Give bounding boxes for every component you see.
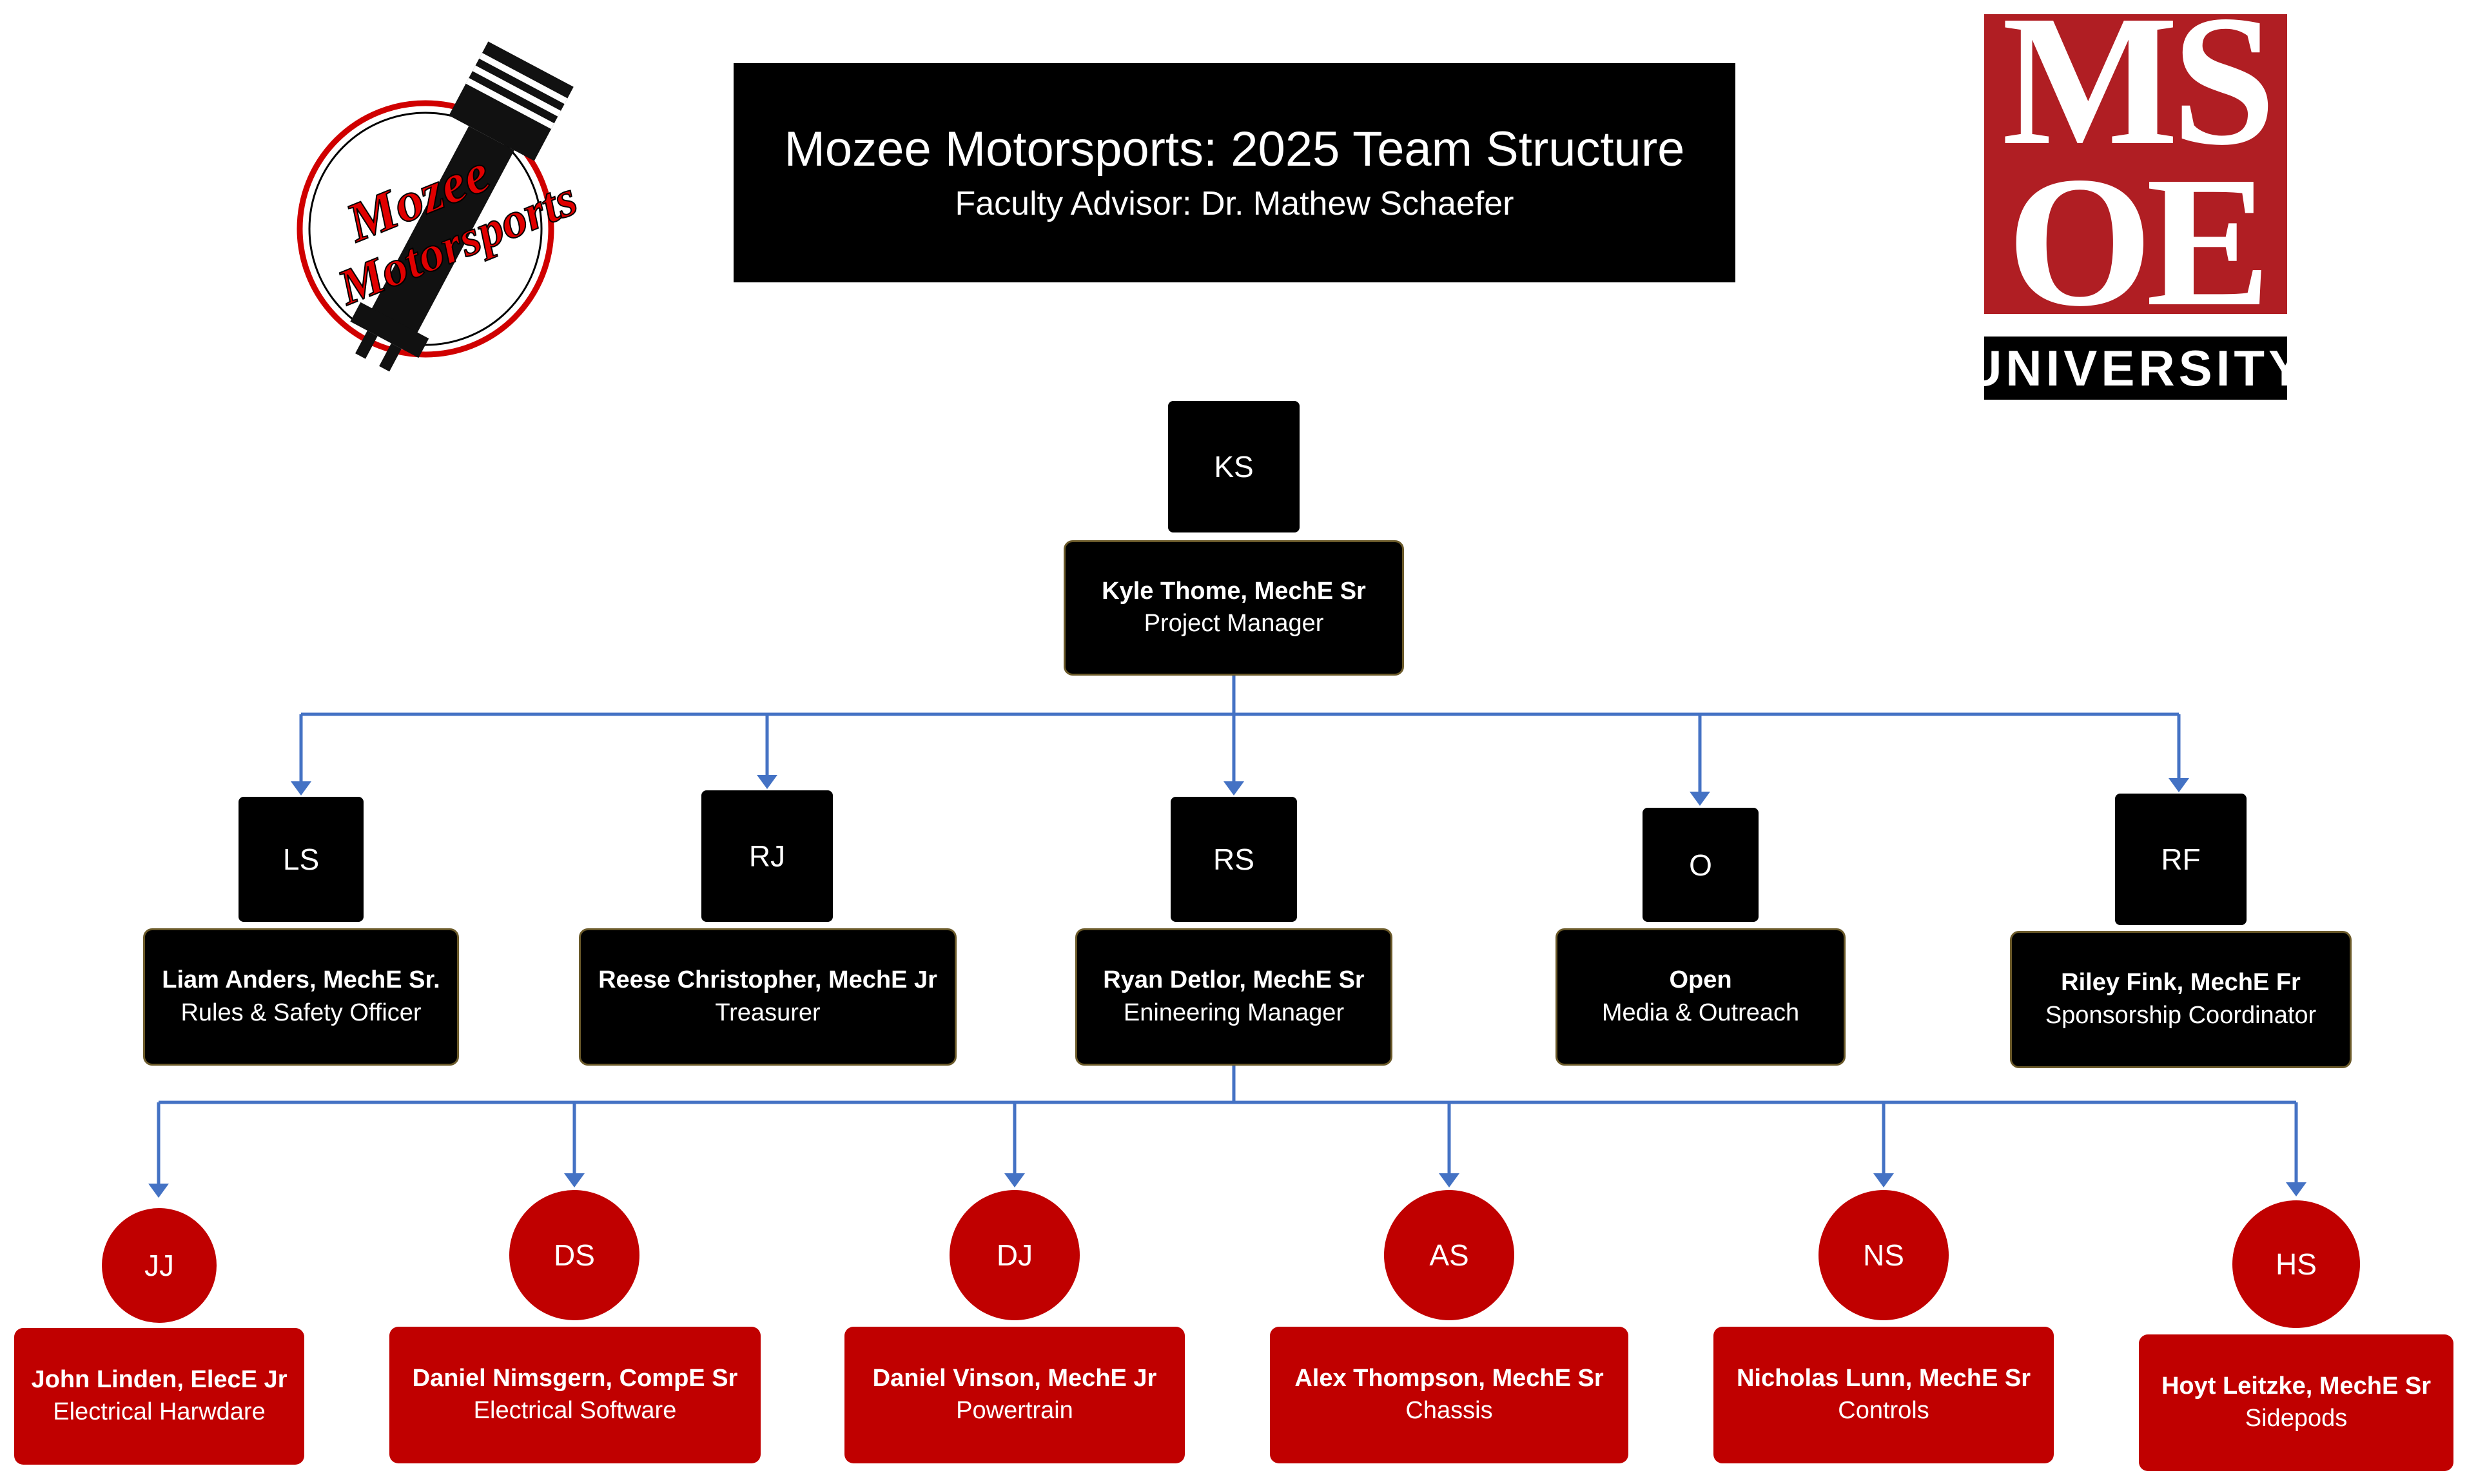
title-banner: Mozee Motorsports: 2025 Team Structure F… [734,63,1735,282]
arrowhead-rj [757,775,777,789]
piston-rod [369,126,514,338]
arrowhead-hs [2286,1182,2306,1196]
msoe-university-logo: MS OE UNIVERSITY [1965,0,2302,400]
officer-name: Ryan Detlor, MechE Sr [1103,966,1365,994]
faculty-advisor: Faculty Advisor: Dr. Mathew Schaefer [955,184,1514,222]
card-officer: Liam Anders, MechE Sr. Rules & Safety Of… [143,928,459,1066]
card-lead: Nicholas Lunn, MechE Sr Controls [1713,1327,2054,1463]
logo-ring [297,100,554,358]
arrowhead-rs [1224,781,1244,796]
avatar-officer: RS [1171,797,1297,922]
msoe-letters-bottom: OE [2007,137,2271,345]
officer-role: Sponsorship Coordinator [2045,1001,2317,1029]
card-officer: Reese Christopher, MechE Jr Treasurer [579,928,957,1066]
card-lead: Alex Thompson, MechE Sr Chassis [1270,1327,1628,1463]
avatar-officer: O [1643,808,1759,922]
logo-ring-inner [308,112,543,346]
card-officer: Open Media & Outreach [1555,928,1846,1066]
lead-role: Powertrain [956,1397,1073,1425]
card-officer: Riley Fink, MechE Fr Sponsorship Coordin… [2010,931,2352,1068]
avatar-manager: KS [1168,401,1300,532]
arrowhead-dj [1004,1173,1025,1187]
avatar-lead: NS [1819,1190,1949,1320]
avatar-lead: DJ [950,1190,1080,1320]
lead-name: Alex Thompson, MechE Sr [1294,1364,1604,1392]
card-lead: Hoyt Leitzke, MechE Sr Sidepods [2139,1334,2453,1471]
lead-name: Daniel Nimsgern, CompE Sr [412,1364,738,1392]
officer-role: Enineering Manager [1123,999,1345,1026]
officer-name: Riley Fink, MechE Fr [2061,969,2301,997]
arrowhead-ns [1873,1173,1894,1187]
card-lead: John Linden, ElecE Jr Electrical Harwdar… [14,1328,304,1465]
card-lead: Daniel Vinson, MechE Jr Powertrain [844,1327,1185,1463]
lead-role: Sidepods [2245,1405,2348,1432]
card-officer: Ryan Detlor, MechE Sr Enineering Manager [1075,928,1392,1066]
arrowhead-jj [148,1184,169,1198]
avatar-officer: RJ [701,790,833,922]
lead-role: Controls [1838,1397,1929,1425]
arrowhead-ds [564,1173,585,1187]
avatar-officer: RF [2115,794,2247,925]
officer-role: Media & Outreach [1601,999,1800,1026]
lead-name: Nicholas Lunn, MechE Sr [1736,1364,2031,1392]
officer-name: Reese Christopher, MechE Jr [598,966,937,994]
msoe-letters-top: MS [2002,0,2276,184]
card-lead: Daniel Nimsgern, CompE Sr Electrical Sof… [389,1327,761,1463]
avatar-lead: AS [1384,1190,1514,1320]
arrowhead-rf [2169,778,2189,792]
manager-name: Kyle Thome, MechE Sr [1102,577,1366,605]
page-title: Mozee Motorsports: 2025 Team Structure [784,121,1685,177]
arrowhead-as [1439,1173,1459,1187]
avatar-lead: JJ [102,1208,217,1323]
lead-role: Electrical Harwdare [53,1398,266,1426]
officer-name: Liam Anders, MechE Sr. [162,966,440,994]
officer-role: Rules & Safety Officer [180,999,422,1026]
avatar-officer: LS [239,797,364,922]
lead-name: Hoyt Leitzke, MechE Sr [2161,1372,2432,1400]
msoe-university-label: UNIVERSITY [1965,337,2302,400]
lead-role: Chassis [1405,1397,1493,1425]
arrowhead-o [1690,792,1710,806]
avatar-lead: HS [2232,1200,2360,1328]
officer-role: Treasurer [715,999,821,1026]
lead-name: John Linden, ElecE Jr [31,1365,288,1393]
lead-name: Daniel Vinson, MechE Jr [872,1364,1157,1392]
mozee-motorsports-logo: Mozee Motorsports [297,35,585,390]
lead-role: Electrical Software [473,1397,677,1425]
manager-role: Project Manager [1144,610,1324,638]
avatar-lead: DS [509,1190,639,1320]
officer-name: Open [1669,966,1732,994]
msoe-red-block: MS OE [1984,0,2287,335]
card-manager: Kyle Thome, MechE Sr Project Manager [1064,540,1404,676]
arrowhead-ls [291,781,311,796]
